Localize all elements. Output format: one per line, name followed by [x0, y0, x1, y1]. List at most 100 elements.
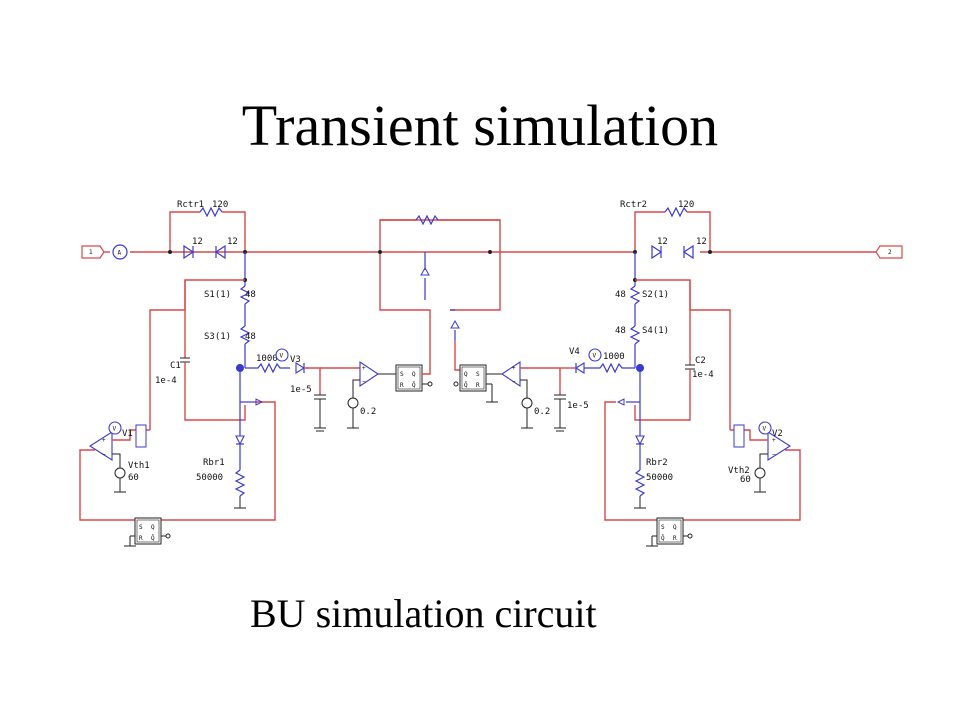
diode-right: [574, 362, 585, 374]
circuit-schematic: 1 2 A Rctr1 120 12 12 S1(1) 48 S3(1): [79, 200, 903, 547]
rctr1-resistor: Rctr1 120: [169, 200, 246, 252]
svg-text:Q: Q: [412, 371, 416, 378]
svg-text:1: 1: [89, 249, 93, 256]
svg-text:R: R: [476, 382, 480, 389]
svg-text:S4(1): S4(1): [642, 326, 669, 336]
transistor-right: [604, 372, 801, 521]
svg-text:60: 60: [740, 475, 751, 485]
svg-text:Vth1: Vth1: [128, 461, 150, 471]
svg-text:1e-5: 1e-5: [567, 401, 589, 411]
svg-text:48: 48: [245, 290, 256, 300]
flipflop-left-mid: S Q R Q̄: [395, 364, 433, 392]
svg-text:1000: 1000: [603, 352, 625, 362]
svg-text:12: 12: [192, 237, 203, 247]
svg-text:S2(1): S2(1): [642, 290, 669, 300]
port-2: 2: [875, 245, 903, 259]
svg-text:1e-4: 1e-4: [155, 376, 177, 386]
c1-capacitor: C1 1e-4: [155, 279, 246, 421]
voltmeter-v2-icon: V V2: [758, 421, 783, 439]
svg-text:1e-4: 1e-4: [692, 370, 714, 380]
svg-text:R: R: [673, 535, 677, 542]
vth1-comparator: + − Vth1 60: [88, 424, 150, 493]
svg-text:Q̄: Q̄: [151, 535, 155, 542]
rbr1-resistor: Rbr1 50000: [196, 416, 246, 509]
svg-text:Rctr2: Rctr2: [620, 200, 647, 210]
centre-switch: [420, 252, 460, 340]
c-small-right: 1e-5: [554, 368, 589, 432]
svg-text:0.2: 0.2: [534, 407, 550, 417]
svg-text:S: S: [400, 371, 404, 378]
s2-s4-series-resistors: 48 S2(1) 48 S4(1): [615, 252, 669, 368]
r1000-left: 1000: [245, 354, 290, 374]
svg-text:C2: C2: [695, 356, 706, 366]
svg-text:12: 12: [657, 237, 668, 247]
c2-capacitor: C2 1e-4: [634, 279, 714, 421]
flipflop-right-mid: Q S Q̄ R: [453, 364, 498, 403]
svg-text:Rctr1: Rctr1: [177, 200, 204, 210]
svg-text:V: V: [593, 353, 597, 360]
svg-text:+: +: [772, 437, 776, 444]
flipflop-right-bottom: S Q Q̄ R: [646, 517, 693, 547]
svg-text:V: V: [280, 353, 284, 360]
svg-text:Q: Q: [151, 524, 155, 531]
svg-text:48: 48: [245, 332, 256, 342]
rctr2-resistor: Rctr2 120: [620, 200, 711, 252]
svg-text:S: S: [661, 524, 665, 531]
svg-text:120: 120: [212, 200, 228, 210]
svg-text:+: +: [512, 365, 516, 372]
svg-text:48: 48: [615, 290, 626, 300]
svg-text:V: V: [763, 426, 767, 433]
svg-text:50000: 50000: [196, 473, 223, 483]
comparator-right: + − 0.2: [486, 360, 550, 429]
svg-text:1e-5: 1e-5: [290, 385, 312, 395]
svg-text:−: −: [102, 451, 106, 458]
r1000-right: 1000: [584, 352, 635, 374]
slide-caption: BU simulation circuit: [250, 591, 597, 636]
svg-text:Q̄: Q̄: [661, 535, 665, 542]
svg-text:S3(1): S3(1): [204, 332, 231, 342]
svg-text:−: −: [362, 378, 366, 385]
voltmeter-v3-icon: V V3: [275, 348, 301, 365]
svg-text:S: S: [476, 371, 480, 378]
svg-text:Rbr2: Rbr2: [646, 458, 668, 468]
transistor-left: [79, 372, 276, 521]
svg-text:−: −: [772, 451, 776, 458]
flipflop-left-bottom: S Q R Q̄: [124, 517, 171, 547]
slide-title: Transient simulation: [241, 93, 719, 158]
svg-text:12: 12: [696, 237, 707, 247]
ammeter-icon: A: [112, 244, 128, 260]
svg-text:0.2: 0.2: [360, 407, 376, 417]
svg-text:Q: Q: [464, 371, 468, 378]
svg-text:V2: V2: [772, 429, 783, 439]
svg-text:1000: 1000: [256, 354, 278, 364]
comparator-left: + − 0.2: [347, 360, 396, 429]
svg-text:V1: V1: [122, 429, 133, 439]
svg-text:V4: V4: [569, 347, 580, 357]
port-1: 1: [81, 245, 105, 259]
zener-diode-pair-right: 12 12: [651, 237, 707, 260]
svg-text:S: S: [139, 524, 143, 531]
zener-diode-pair-left: 12 12: [183, 237, 238, 260]
svg-text:C1: C1: [170, 361, 181, 371]
vth2-comparator: + − Vth2 60: [728, 424, 792, 493]
svg-text:R: R: [139, 535, 143, 542]
svg-text:S1(1): S1(1): [204, 290, 231, 300]
svg-text:−: −: [512, 378, 516, 385]
svg-text:Q̄: Q̄: [412, 382, 416, 389]
svg-text:Vth2: Vth2: [728, 466, 750, 476]
svg-text:V3: V3: [290, 355, 301, 365]
centre-top-resistor: [380, 214, 500, 226]
svg-text:A: A: [118, 250, 122, 257]
svg-text:+: +: [102, 437, 106, 444]
svg-text:50000: 50000: [646, 473, 673, 483]
c-small-left: 1e-5: [290, 385, 326, 432]
svg-text:Q: Q: [673, 524, 677, 531]
svg-text:Rbr1: Rbr1: [203, 458, 225, 468]
svg-text:60: 60: [128, 473, 139, 483]
s1-s3-series-resistors: S1(1) 48 S3(1) 48: [204, 252, 256, 368]
svg-text:Q̄: Q̄: [464, 382, 468, 389]
voltmeter-v1-icon: V V1: [108, 421, 133, 439]
svg-text:+: +: [362, 365, 366, 372]
svg-text:V: V: [113, 426, 117, 433]
voltmeter-v4-icon: V V4: [569, 347, 602, 362]
